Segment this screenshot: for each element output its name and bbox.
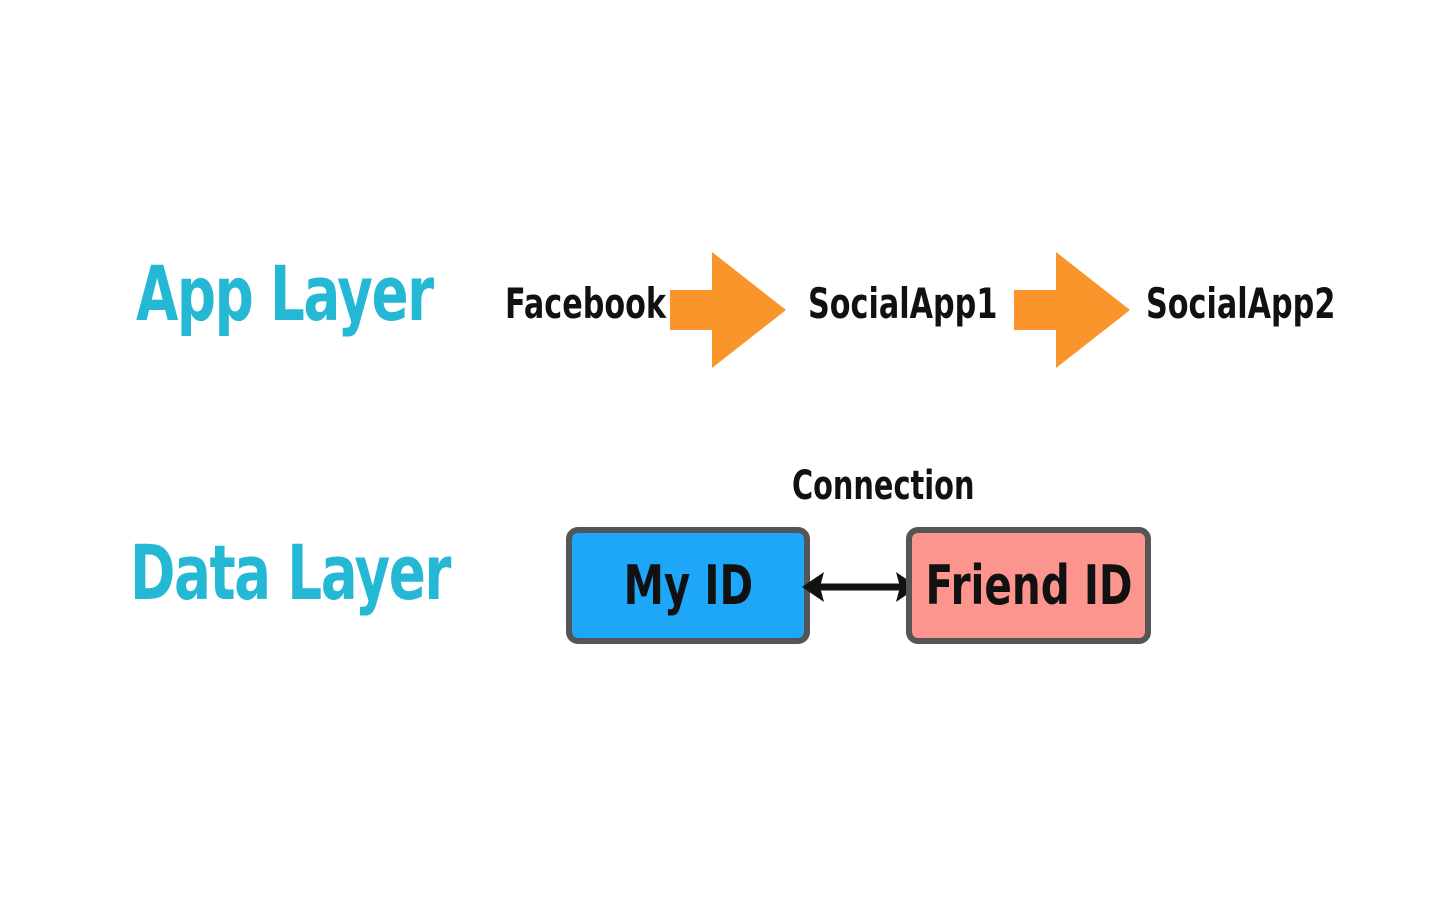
connection-label: Connection bbox=[792, 463, 975, 509]
app-label-socialapp1: SocialApp1 bbox=[808, 279, 998, 328]
friend-id-box: Friend ID bbox=[906, 527, 1151, 644]
right-arrow-icon bbox=[670, 252, 786, 368]
my-id-label: My ID bbox=[623, 553, 753, 617]
app-label-socialapp2: SocialApp2 bbox=[1146, 279, 1336, 328]
data-layer-title: Data Layer bbox=[130, 528, 451, 617]
right-arrow-icon bbox=[1014, 252, 1130, 368]
app-layer-title: App Layer bbox=[136, 249, 434, 338]
friend-id-label: Friend ID bbox=[925, 553, 1133, 617]
double-headed-arrow-icon bbox=[802, 572, 918, 602]
my-id-box: My ID bbox=[566, 527, 810, 644]
app-label-facebook: Facebook bbox=[505, 279, 667, 328]
